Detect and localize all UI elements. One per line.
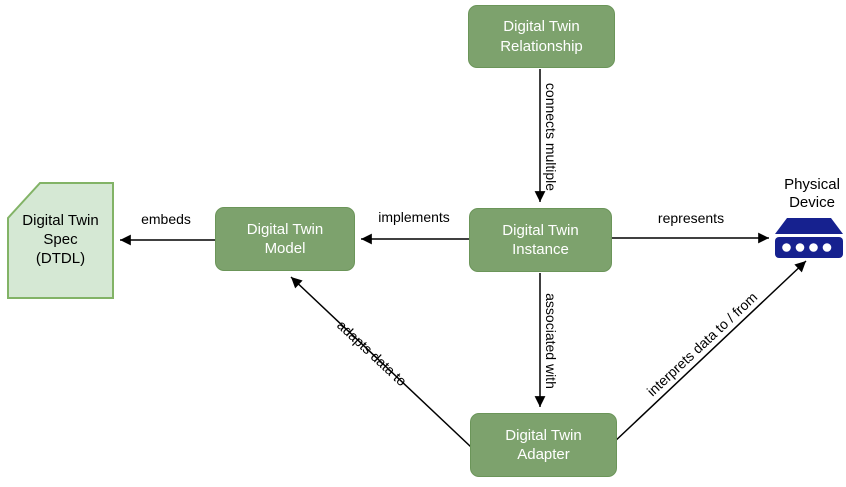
node-digital-twin-adapter: Digital Twin Adapter bbox=[470, 413, 617, 477]
node-digital-twin-instance: Digital Twin Instance bbox=[469, 208, 612, 272]
node-digital-twin-relationship-label: Digital Twin Relationship bbox=[500, 18, 583, 55]
node-digital-twin-instance-label: Digital Twin Instance bbox=[502, 221, 579, 259]
physical-device-icon bbox=[775, 218, 843, 258]
edge-label-associated-with: associated with bbox=[543, 293, 559, 389]
node-digital-twin-adapter-label: Digital Twin Adapter bbox=[505, 426, 582, 464]
spec-document-shape bbox=[7, 182, 114, 299]
edge-label-represents: represents bbox=[657, 210, 725, 226]
edge-label-embeds: embeds bbox=[141, 211, 191, 227]
node-digital-twin-model-label: Digital Twin Model bbox=[246, 220, 324, 258]
arrow-adapts-data-to bbox=[290, 276, 472, 448]
node-digital-twin-spec-label: Digital Twin Spec (DTDL) bbox=[22, 212, 99, 267]
node-digital-twin-model: Digital Twin Model bbox=[215, 207, 355, 271]
node-physical-device-label: Physical Device bbox=[784, 176, 840, 211]
arrow-interprets-data bbox=[611, 260, 807, 445]
edge-label-connects-multiple: connects multiple bbox=[543, 82, 559, 192]
node-digital-twin-relationship: Digital Twin Relationship bbox=[468, 5, 615, 68]
edge-label-implements: implements bbox=[378, 209, 450, 225]
node-digital-twin-spec: Digital Twin Spec (DTDL) bbox=[8, 183, 113, 298]
